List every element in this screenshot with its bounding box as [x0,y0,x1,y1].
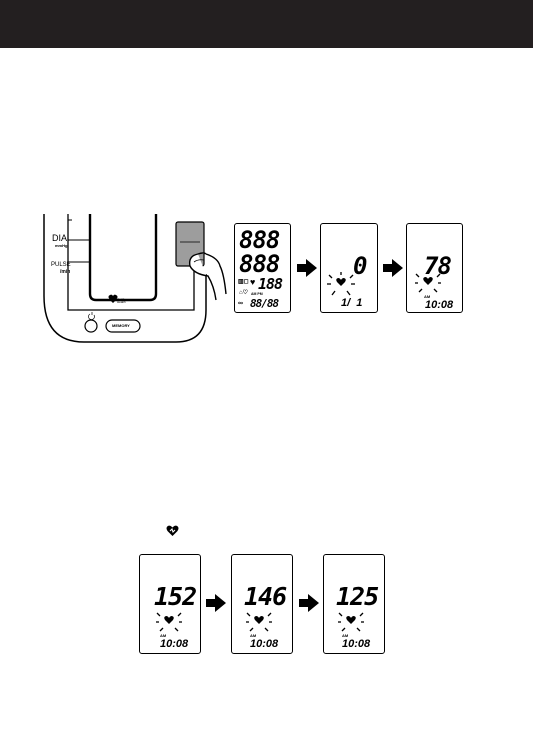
deflate-ampm-3: AM [342,633,349,638]
result-time: 10:08 [425,299,454,311]
blinking-heart-icon [156,612,182,632]
blinking-heart-icon [415,273,441,293]
deflate-time-2: 10:08 [250,638,279,650]
arrow-right-icon [297,259,317,282]
test-row1: 888 [239,226,280,254]
loop-icon: ∞ [238,300,243,307]
memory-button-label: MEMORY [112,323,130,328]
inflate-value: 0 [353,252,367,280]
test-display: 888 888 ▥◻ ♥ 188 AM PM ⌂♡ ∞ 88/88 [234,223,291,313]
dia-label: DIA [52,233,68,243]
heart-symbol-icon [166,524,179,542]
test-ampm: AM PM [251,292,263,296]
blinking-heart-icon [246,612,272,632]
test-row2: 888 [239,250,280,278]
test-row4: 88/88 [250,297,279,310]
deflate-display-1: 152 AM 10:08 [139,554,201,654]
deflate-value-1: 152 [154,582,197,611]
result-value: 78 [424,252,452,280]
deflate-ampm-2: AM [250,633,257,638]
arrow-right-icon [206,594,226,617]
dia-unit: mmHg [55,243,68,248]
deflate-display-2: 146 AM 10:08 [231,554,293,654]
memory-icons: ▥◻ [238,279,249,285]
deflate-ampm-1: AM [160,633,167,638]
inflate-date: 1/ 1 [341,297,363,309]
result-ampm: AM [424,294,431,299]
logo-text: Heart Health [117,297,126,304]
inflate-display: 0 1/ 1 [320,223,378,313]
deflate-display-3: 125 AM 10:08 [323,554,385,654]
deflate-value-2: 146 [244,582,287,611]
test-row3: 188 [258,275,283,293]
arrow-right-icon [299,594,319,617]
monitor-illustration: DIA mmHg PULSE /min Heart Health MEMORY [38,214,228,349]
deflate-value-3: 125 [336,582,379,611]
arrow-right-icon [383,259,403,282]
deflate-time-3: 10:08 [342,638,371,650]
heart-icon: ♥ [250,277,256,287]
pulse-unit: /min [60,269,71,275]
blinking-heart-icon [327,272,355,296]
deflate-time-1: 10:08 [160,638,189,650]
result-display: 78 AM 10:08 [406,223,463,313]
header-bar [0,0,533,48]
blinking-heart-icon [338,612,364,632]
pulse-label: PULSE [51,262,71,268]
average-icon: ⌂♡ [239,290,249,296]
monitor-body [43,214,227,343]
